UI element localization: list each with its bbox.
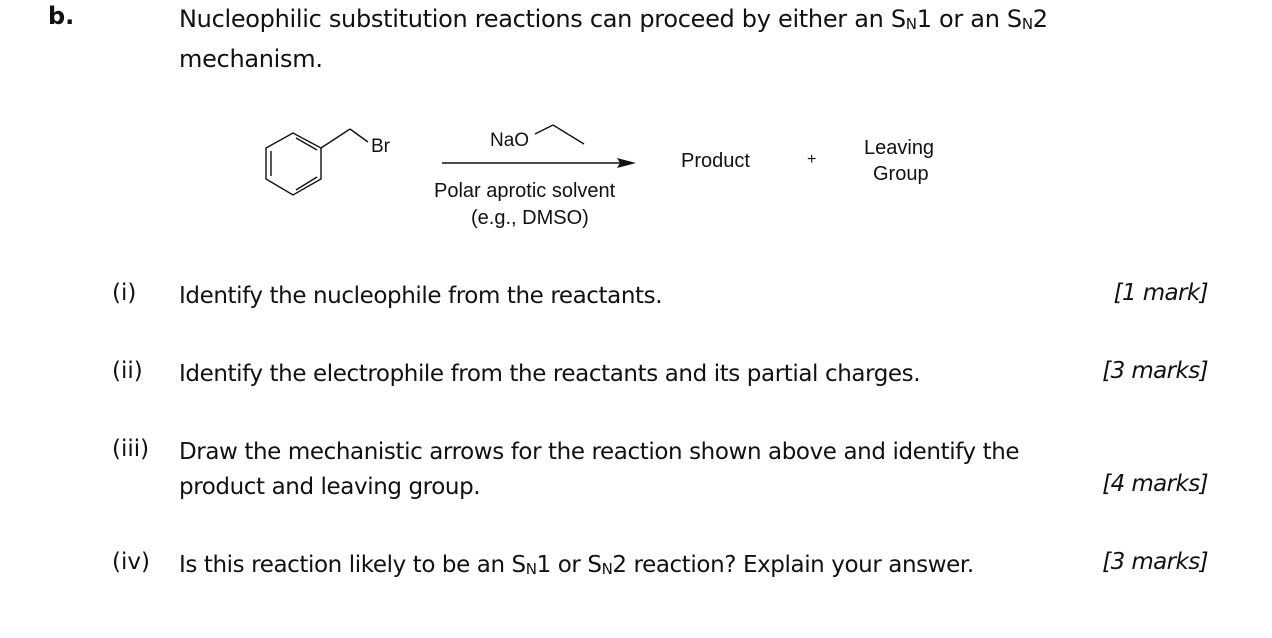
question-marks: [3 marks]	[1102, 358, 1208, 384]
question-number: (ii)	[112, 358, 143, 384]
question-text-part: 1 or S	[536, 552, 602, 578]
leaving-group-label-line2: Group	[873, 163, 929, 185]
question-number: (iii)	[112, 436, 150, 462]
subscript: N	[601, 560, 613, 578]
question-text-line-1: Draw the mechanistic arrows for the reac…	[179, 439, 1020, 465]
subscript: N	[905, 15, 917, 33]
question-text: Identify the nucleophile from the reacta…	[179, 283, 663, 309]
question-number: (i)	[112, 280, 137, 306]
intro-text: 2	[1032, 5, 1048, 33]
section-label: b.	[48, 2, 75, 30]
question-text-part: Is this reaction likely to be an S	[179, 552, 526, 578]
question-text-line-2: product and leaving group.	[179, 474, 481, 500]
product-label: Product	[681, 150, 750, 172]
condition-example: (e.g., DMSO)	[471, 207, 589, 229]
question-text: Identify the electrophile from the react…	[179, 361, 921, 387]
intro-line-1: Nucleophilic substitution reactions can …	[179, 2, 1079, 42]
subscript: N	[1021, 15, 1033, 33]
section-intro: Nucleophilic substitution reactions can …	[179, 2, 1079, 77]
benzyl-bromide-structure	[265, 128, 369, 196]
bromine-atom-label: Br	[371, 136, 390, 157]
intro-text: Nucleophilic substitution reactions can …	[179, 5, 906, 33]
ethyl-group-structure	[534, 124, 585, 145]
question-text: Is this reaction likely to be an SN1 or …	[179, 548, 1079, 587]
intro-line-2: mechanism.	[179, 45, 323, 73]
reaction-arrow-icon	[442, 158, 636, 168]
question-marks: [3 marks]	[1102, 549, 1208, 575]
condition-solvent: Polar aprotic solvent	[434, 180, 616, 202]
reaction-scheme: Br NaO Polar aprotic solvent (e.g., DMSO…	[250, 115, 970, 245]
question-text-part: 2 reaction? Explain your answer.	[612, 552, 974, 578]
question-number: (iv)	[112, 549, 150, 575]
question-text: Draw the mechanistic arrows for the reac…	[179, 435, 1079, 505]
intro-text: 1 or an S	[916, 5, 1022, 33]
plus-sign: +	[807, 151, 817, 168]
question-marks: [1 mark]	[1113, 280, 1209, 306]
reagent-label: NaO	[490, 130, 530, 151]
subscript: N	[525, 560, 537, 578]
leaving-group-label-line1: Leaving	[864, 137, 935, 159]
question-marks: [4 marks]	[1102, 471, 1208, 497]
